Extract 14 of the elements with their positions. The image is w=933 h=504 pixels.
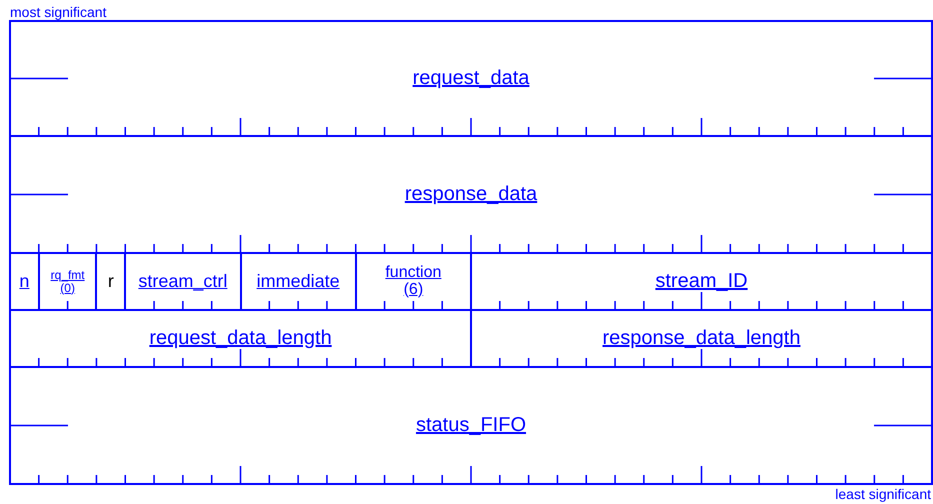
bit-field: [9, 366, 933, 485]
bit-field: [9, 20, 933, 137]
field-name: stream_ID: [655, 271, 748, 292]
field-name: status_FIFO: [416, 415, 526, 436]
field-name: immediate: [256, 272, 340, 291]
field-name: request_data_length: [149, 328, 332, 349]
field-name: stream_ctrl: [138, 272, 228, 291]
field-name: response_data_length: [602, 328, 800, 349]
field-name: response_data: [404, 184, 538, 205]
bit-field: [9, 135, 933, 254]
msb-label: most significant: [10, 4, 106, 20]
field-name: request_data: [412, 68, 530, 89]
field-name: rq_fmt (0): [48, 268, 88, 294]
lsb-label: least significant: [835, 486, 931, 502]
